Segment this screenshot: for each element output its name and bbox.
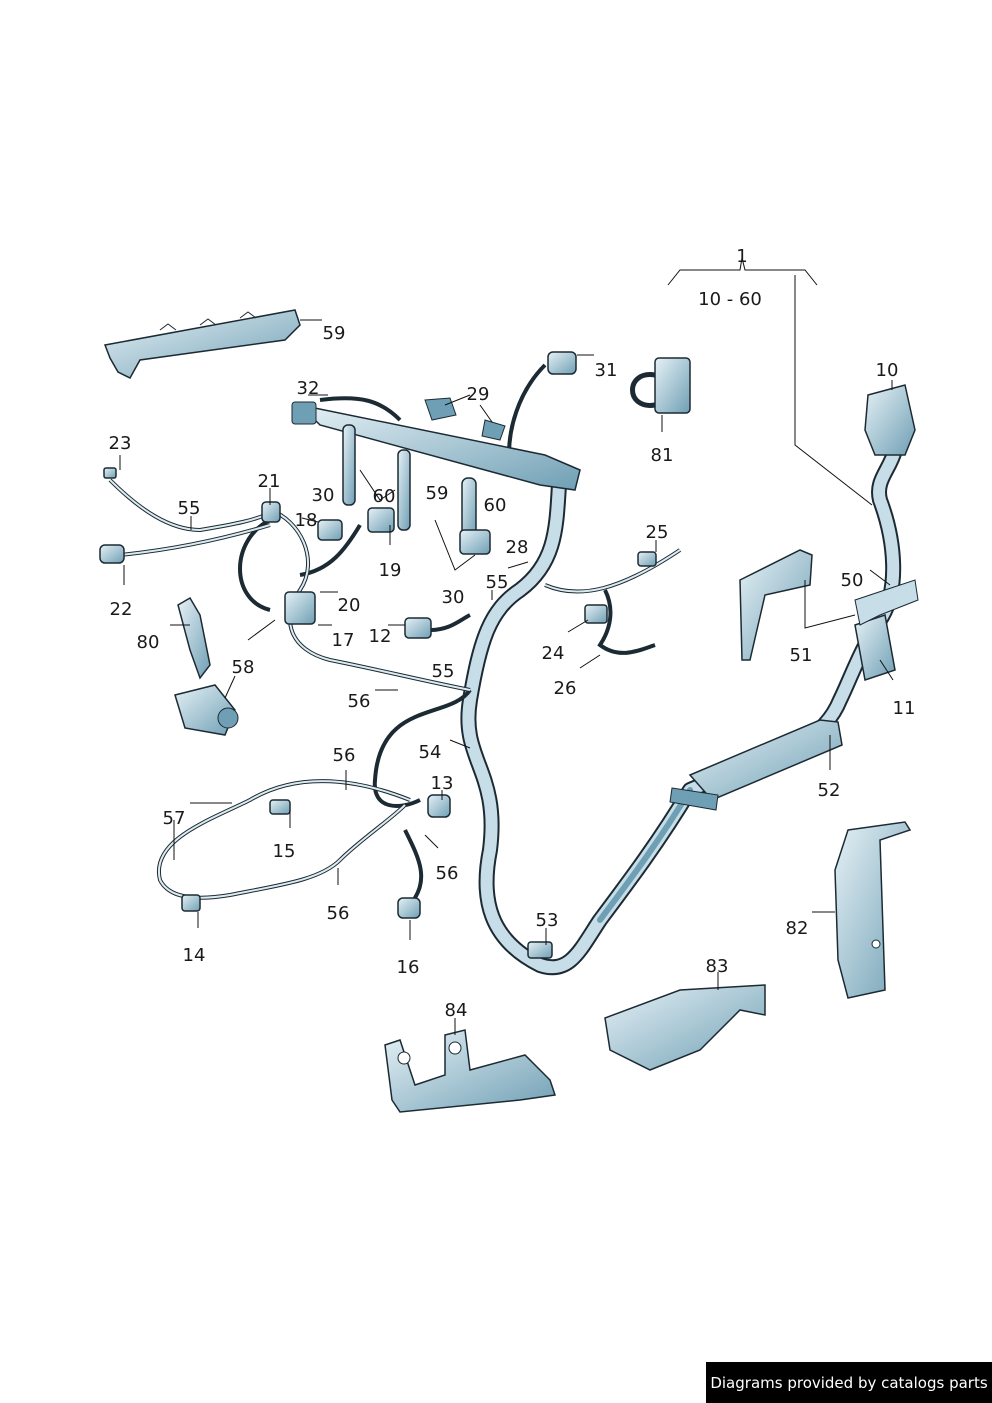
small-connectors xyxy=(99,467,657,959)
leader-lines xyxy=(119,257,894,1035)
label-1: 1 xyxy=(736,246,747,267)
part-82-plate xyxy=(834,821,912,999)
label-20: 20 xyxy=(338,595,361,616)
label-10: 10 xyxy=(876,360,899,381)
label-57: 57 xyxy=(163,808,186,829)
part-59-top-bracket xyxy=(103,309,301,379)
label-54: 54 xyxy=(419,742,442,763)
label-11: 11 xyxy=(893,698,916,719)
part-83-bracket xyxy=(604,984,766,1071)
label-18: 18 xyxy=(295,510,318,531)
branch-wires-highlight xyxy=(109,479,681,899)
label-13: 13 xyxy=(431,773,454,794)
label-56-a: 56 xyxy=(348,691,371,712)
label-17: 17 xyxy=(332,630,355,651)
label-29: 29 xyxy=(467,384,490,405)
label-22: 22 xyxy=(110,599,133,620)
label-range: 10 - 60 xyxy=(698,289,762,310)
label-56-d: 56 xyxy=(327,903,350,924)
part-52-duct xyxy=(669,719,843,811)
label-53: 53 xyxy=(536,910,559,931)
label-83: 83 xyxy=(706,956,729,977)
label-55-left: 55 xyxy=(178,498,201,519)
label-24: 24 xyxy=(542,643,565,664)
main-harness-hose xyxy=(460,442,903,976)
label-59-rail: 59 xyxy=(426,483,449,504)
credit-footer: Diagrams provided by catalogs parts xyxy=(706,1362,992,1403)
label-15: 15 xyxy=(273,841,296,862)
label-16: 16 xyxy=(397,957,420,978)
label-60-right: 60 xyxy=(484,495,507,516)
label-21: 21 xyxy=(258,471,281,492)
label-60-left: 60 xyxy=(373,486,396,507)
label-30-right: 30 xyxy=(442,587,465,608)
label-25: 25 xyxy=(646,522,669,543)
label-58: 58 xyxy=(232,657,255,678)
label-55-upper: 55 xyxy=(486,572,509,593)
label-26: 26 xyxy=(554,678,577,699)
part-81-clip xyxy=(630,357,691,414)
label-52: 52 xyxy=(818,780,841,801)
callout-labels: 1 10 - 60 10 11 12 13 14 15 16 17 18 19 … xyxy=(109,246,916,1021)
part-11-fuse-box xyxy=(854,579,919,681)
label-32: 32 xyxy=(297,378,320,399)
label-55-lower: 55 xyxy=(432,661,455,682)
label-84: 84 xyxy=(445,1000,468,1021)
label-80: 80 xyxy=(137,632,160,653)
label-56-c: 56 xyxy=(436,863,459,884)
part-59-injector-rail xyxy=(291,397,581,491)
label-23: 23 xyxy=(109,433,132,454)
label-82: 82 xyxy=(786,918,809,939)
label-19: 19 xyxy=(379,560,402,581)
label-14: 14 xyxy=(183,945,206,966)
label-56-b: 56 xyxy=(333,745,356,766)
label-12: 12 xyxy=(369,626,392,647)
label-30-left: 30 xyxy=(312,485,335,506)
label-50: 50 xyxy=(841,570,864,591)
label-51: 51 xyxy=(790,645,813,666)
part-10-connector xyxy=(864,384,916,456)
part-80-bracket xyxy=(177,596,211,680)
part-58-sensor xyxy=(174,684,239,736)
label-81: 81 xyxy=(651,445,674,466)
label-59-top: 59 xyxy=(323,323,346,344)
label-28: 28 xyxy=(506,537,529,558)
part-51-bracket xyxy=(739,549,813,661)
part-31-connector xyxy=(547,351,577,375)
label-31: 31 xyxy=(595,360,618,381)
part-84-bracket xyxy=(384,1029,556,1113)
